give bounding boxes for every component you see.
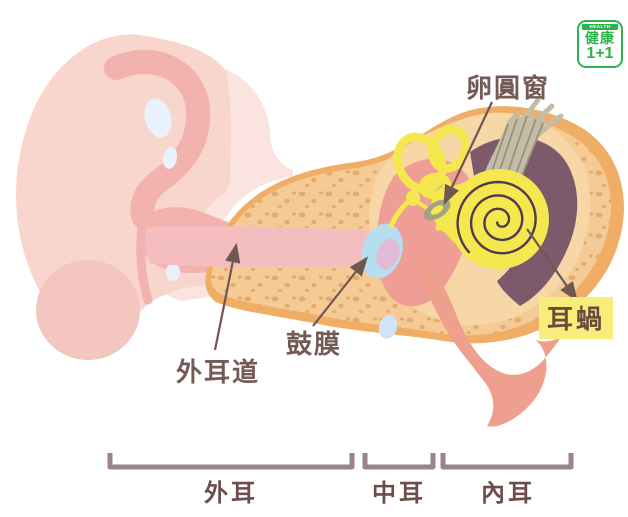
arrow-cochlea [526,228,578,302]
label-inner-ear: 內耳 [481,480,535,507]
label-eardrum: 鼓膜 [286,329,343,359]
cochlea-spiral [456,180,537,255]
antihelix-curve [104,49,211,228]
bracket-inner-ear [440,453,574,470]
logo-line1: 健康 [585,30,615,46]
label-ear-canal: 外耳道 [176,357,261,387]
health-1plus1-logo: HEALTH 健康 1+1 [577,20,623,68]
arrow-ear-canal [213,242,241,351]
region-brackets [107,453,574,470]
eustachian-tube [415,250,561,427]
ear-highlight-2 [162,147,178,169]
ear-highlight-4 [166,263,180,281]
eardrum-inner [376,238,400,270]
round-window-highlight [378,315,398,339]
label-outer-ear: 外耳 [204,480,258,507]
label-oval-window: 卵圓窗 [466,73,551,103]
oval-window-inner [430,205,444,215]
arrow-oval-window [443,101,493,205]
bracket-middle-ear [362,453,436,470]
ear-canal [144,226,383,268]
label-cochlea: 耳蝸 [539,297,614,339]
logo-line2: 1+1 [586,45,614,62]
bracket-outer-ear [107,453,355,470]
label-middle-ear: 中耳 [372,480,426,507]
ossicles [388,190,447,231]
earlobe-shade [36,260,140,360]
arrow-eardrum [312,256,369,327]
callout-arrows [213,101,578,351]
logo-header-text: HEALTH [582,24,618,30]
ear-highlight-1 [144,98,172,138]
